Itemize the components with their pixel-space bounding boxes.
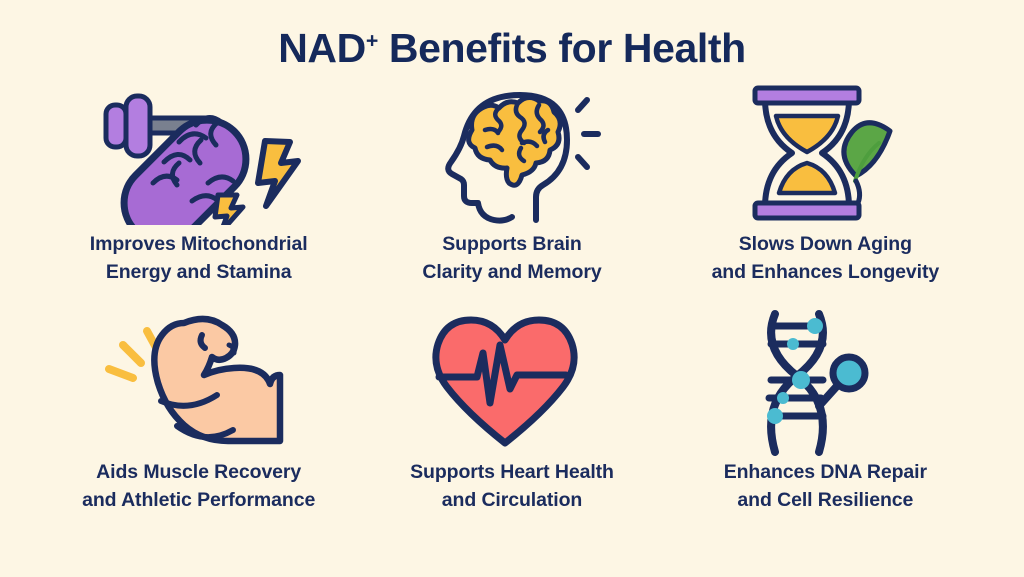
benefit-label-line-1: Enhances DNA Repair bbox=[723, 461, 927, 483]
benefit-card-slows-aging: Slows Down Aging and Enhances Longevity bbox=[669, 85, 982, 313]
benefit-card-brain-clarity: Supports Brain Clarity and Memory bbox=[355, 85, 668, 313]
benefit-label-line-2: Clarity and Memory bbox=[422, 260, 602, 283]
hourglass-leaf-icon bbox=[669, 85, 982, 225]
benefit-label-line-1: Supports Heart Health bbox=[410, 461, 614, 483]
benefit-card-mitochondrial-energy: Improves Mitochondrial Energy and Stamin… bbox=[42, 85, 355, 313]
benefit-label-heart-health: Supports Heart Health and Circulation bbox=[410, 459, 614, 514]
page-title-rest: Benefits for Health bbox=[377, 25, 746, 71]
page-title-main: NAD bbox=[278, 25, 366, 71]
heart-pulse-icon bbox=[355, 313, 668, 453]
benefit-label-line-1: Slows Down Aging bbox=[738, 233, 912, 255]
dna-helix-icon bbox=[669, 310, 982, 456]
flexed-bicep-icon bbox=[42, 313, 355, 453]
mitochondria-dumbbell-lightning-icon bbox=[42, 85, 355, 225]
benefit-label-muscle-recovery: Aids Muscle Recovery and Athletic Perfor… bbox=[82, 459, 315, 514]
benefit-card-heart-health: Supports Heart Health and Circulation bbox=[355, 313, 668, 541]
benefit-card-dna-repair: Enhances DNA Repair and Cell Resilience bbox=[669, 310, 982, 541]
benefit-label-line-1: Improves Mitochondrial bbox=[89, 233, 308, 255]
benefit-label-mitochondrial-energy: Improves Mitochondrial Energy and Stamin… bbox=[90, 231, 308, 286]
benefit-label-slows-aging: Slows Down Aging and Enhances Longevity bbox=[712, 231, 940, 286]
benefit-grid: Improves Mitochondrial Energy and Stamin… bbox=[42, 85, 982, 541]
benefit-label-line-1: Supports Brain bbox=[442, 233, 582, 255]
benefit-label-brain-clarity: Supports Brain Clarity and Memory bbox=[422, 231, 601, 286]
benefit-label-line-2: and Athletic Performance bbox=[82, 488, 316, 511]
benefit-label-dna-repair: Enhances DNA Repair and Cell Resilience bbox=[724, 459, 927, 514]
benefit-label-line-2: and Circulation bbox=[441, 488, 583, 511]
head-brain-icon bbox=[355, 85, 668, 225]
page-title: NAD+ Benefits for Health bbox=[278, 28, 746, 69]
benefit-card-muscle-recovery: Aids Muscle Recovery and Athletic Perfor… bbox=[42, 313, 355, 541]
benefit-label-line-2: and Cell Resilience bbox=[737, 488, 914, 511]
benefit-label-line-1: Aids Muscle Recovery bbox=[96, 461, 302, 483]
page-title-superscript: + bbox=[365, 28, 378, 53]
benefit-label-line-2: Energy and Stamina bbox=[105, 260, 292, 283]
benefit-label-line-2: and Enhances Longevity bbox=[711, 260, 940, 283]
